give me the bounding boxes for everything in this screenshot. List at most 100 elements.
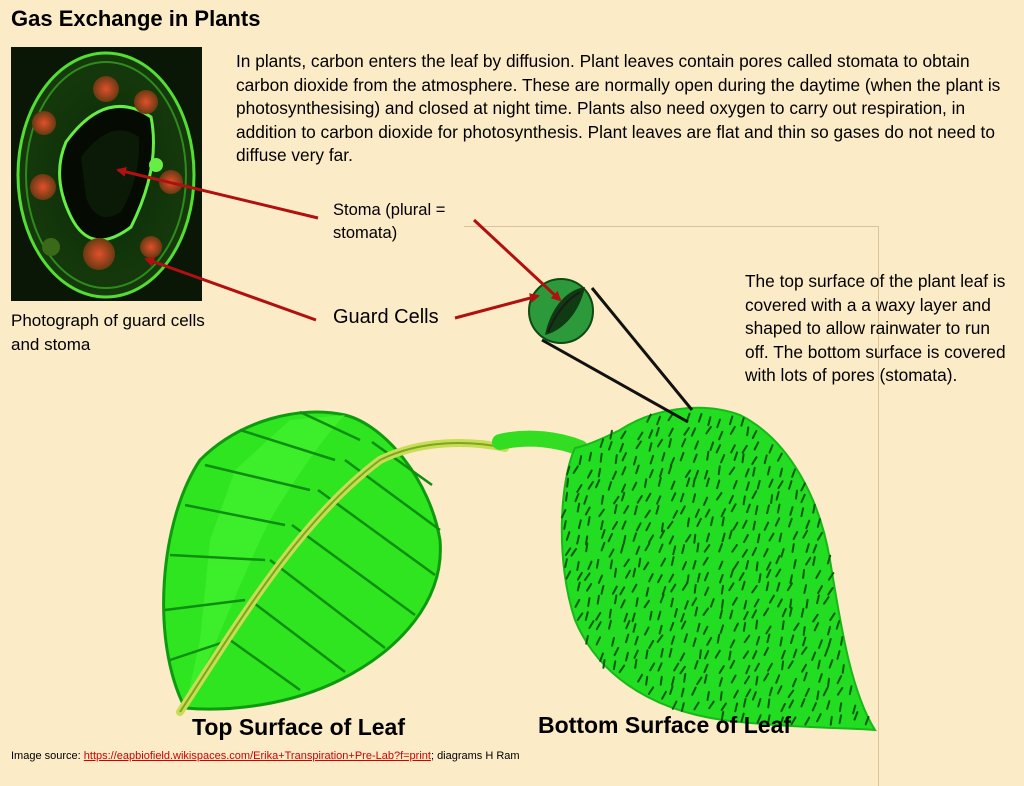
stoma-pore (621, 483, 627, 493)
stoma-pore (611, 521, 619, 530)
stoma-pore (584, 535, 589, 546)
stoma-pore (633, 649, 639, 659)
stoma-pore (816, 594, 820, 605)
stoma-pore (709, 441, 715, 451)
stoma-pore (649, 662, 656, 672)
stoma-pore (587, 481, 594, 490)
stoma-pore (805, 556, 812, 566)
stoma-pore (768, 594, 775, 604)
stoma-pore (714, 649, 721, 659)
stoma-pore (635, 545, 641, 555)
stoma-pore (691, 686, 697, 696)
stoma-pore (625, 619, 631, 630)
stoma-pore (824, 647, 829, 657)
source-prefix: Image source: (11, 750, 84, 762)
stoma-pore (609, 559, 613, 570)
stoma-pore (720, 454, 726, 464)
stoma-pore (576, 484, 583, 493)
stoma-pore (728, 650, 732, 661)
stoma-pore (685, 477, 691, 487)
stoma-pore (608, 608, 612, 619)
stoma-pore (789, 574, 793, 584)
stoma-pore (702, 496, 709, 506)
stoma-pore (648, 429, 654, 439)
stoma-pore (644, 626, 650, 636)
stoma-pore (670, 597, 674, 608)
stoma-pore (607, 532, 613, 543)
stoma-pore (693, 701, 700, 711)
stoma-pore (805, 543, 810, 553)
stoma-pore (657, 610, 662, 621)
arrow-to-stoma-photo (116, 167, 319, 220)
stoma-pore (804, 716, 811, 726)
stoma-pore (633, 455, 638, 466)
stoma-pore (812, 613, 819, 623)
stoma-pore (680, 687, 685, 698)
leaf-diagram (116, 167, 877, 732)
stoma-pore (805, 519, 811, 530)
stoma-pore (638, 557, 642, 568)
stoma-pore (778, 532, 783, 543)
stoma-pore (755, 675, 759, 686)
stoma-pore (696, 622, 701, 633)
stoma-pore (587, 469, 593, 479)
label-arrows (116, 167, 562, 322)
stoma-pore (768, 444, 774, 454)
stoma-pore (768, 478, 774, 488)
stoma-pore (644, 509, 651, 519)
stoma-pore (564, 558, 568, 568)
stoma-pore (703, 469, 709, 480)
stoma-pore (563, 520, 567, 530)
stoma-pore (612, 660, 617, 671)
stoma-pore (804, 687, 810, 697)
stoma-pore (560, 509, 567, 519)
stoma-pore (718, 677, 723, 687)
stoma-pore (705, 532, 711, 543)
stoma-pore (768, 686, 773, 697)
stoma-pore (743, 611, 749, 621)
stoma-pore (770, 494, 774, 504)
stoma-pore (792, 531, 799, 541)
stoma-pore (584, 506, 591, 516)
stoma-pore (583, 495, 588, 505)
stoma-pore (645, 492, 652, 502)
stoma-pore (671, 676, 675, 687)
stoma-pore (718, 560, 724, 570)
stoma-pore (766, 633, 771, 644)
stoma-pore (741, 580, 746, 591)
stoma-pore (763, 548, 769, 558)
stoma-pore (788, 517, 793, 528)
source-suffix: ; diagrams H Ram (430, 750, 520, 762)
stoma-pore (755, 619, 759, 630)
stoma-pore (694, 606, 699, 617)
stoma-pore (668, 573, 675, 583)
stoma-pore (620, 599, 626, 609)
guard-cell-photo (11, 47, 202, 301)
stoma-pore (656, 495, 662, 505)
stoma-pore (733, 622, 739, 632)
stoma-pore (576, 502, 581, 513)
stoma-pore (720, 702, 727, 712)
stoma-pore (705, 477, 710, 488)
stoma-pore (679, 451, 685, 462)
stoma-pore (584, 611, 589, 621)
stoma-pore (765, 625, 772, 635)
stoma-pore (704, 508, 711, 518)
stoma-pore (690, 427, 697, 437)
stoma-pore (763, 454, 768, 465)
stoma-pore (745, 664, 751, 675)
stoma-pore (718, 665, 725, 674)
stoma-pore (836, 650, 841, 660)
stoma-pore (565, 491, 569, 502)
stoma-pore (789, 506, 794, 516)
stoma-pore (668, 647, 673, 658)
stoma-pore (731, 596, 738, 606)
stoma-pore (787, 689, 795, 699)
stoma-pore (696, 517, 702, 528)
source-link[interactable]: https://eapbiofield.wikispaces.com/Erika… (83, 750, 431, 762)
leaf-surface-description: The top surface of the plant leaf is cov… (745, 271, 1006, 386)
stoma-pore (631, 612, 636, 623)
stoma-pore (757, 698, 762, 708)
stoma-pore (788, 480, 793, 490)
stomata-pattern (560, 412, 870, 726)
